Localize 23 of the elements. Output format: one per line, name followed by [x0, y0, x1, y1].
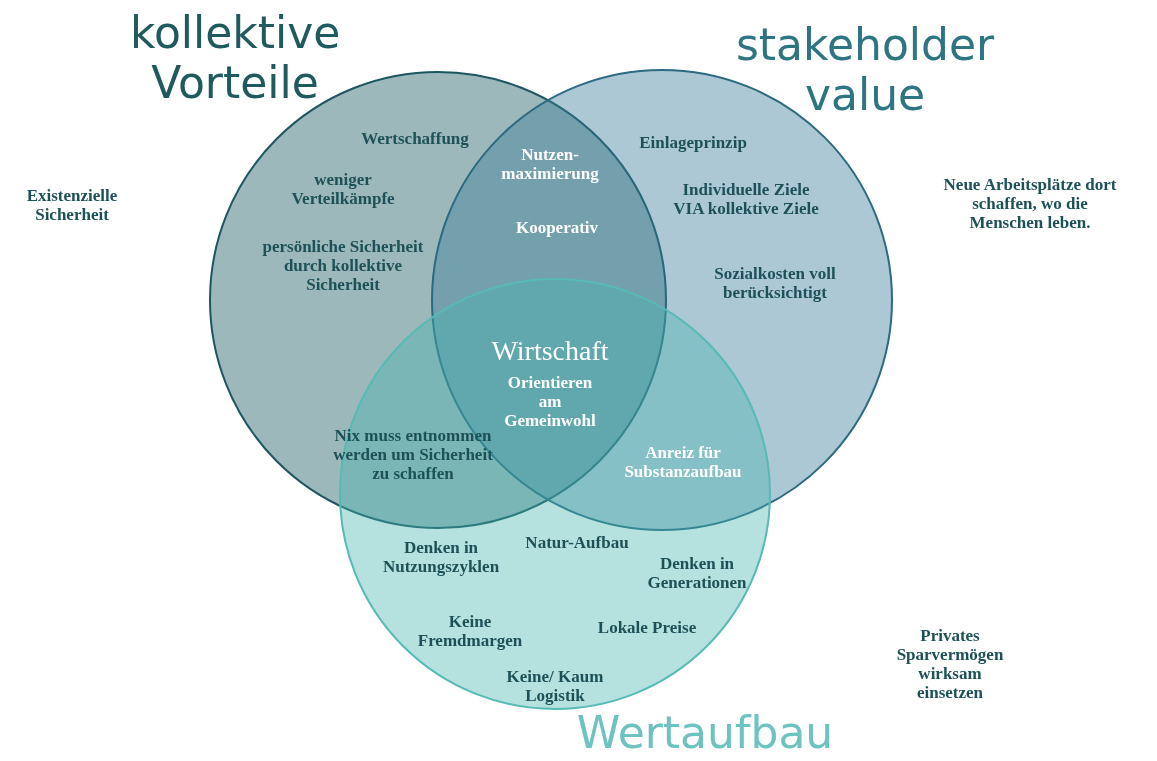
circle-heading: Wertaufbau [575, 708, 835, 758]
region-text: Existenzielle Sicherheit [25, 186, 119, 224]
region-text: Neue Arbeitsplätze dort schaffen, wo die Menschen leben. [942, 175, 1118, 232]
region-text: weniger Verteilkämpfe [290, 170, 396, 208]
region-text: persönliche Sicherheit durch kollektive Sicherheit [261, 237, 425, 294]
region-text: Nutzen- maximierung [500, 145, 600, 183]
region-text: Kooperativ [514, 218, 600, 237]
region-text: Einlageprinzip [638, 133, 748, 152]
region-text: Natur-Aufbau [524, 533, 630, 552]
region-text: Lokale Preise [596, 618, 698, 637]
region-text: Denken in Nutzungszyklen [381, 538, 501, 576]
region-text: Individuelle Ziele VIA kollektive Ziele [672, 180, 820, 218]
region-text: Keine Fremdmargen [416, 612, 524, 650]
circle-heading: stakeholder value [734, 20, 996, 120]
region-text: Anreiz für Substanzaufbau [623, 443, 743, 481]
region-text: Sozialkosten voll berücksichtigt [713, 264, 837, 302]
region-text: Privates Sparvermögen wirksam einsetzen [895, 626, 1005, 702]
region-text: Wertschaffung [360, 129, 470, 148]
region-text: Keine/ Kaum Logistik [505, 667, 605, 705]
region-text: Orientieren am Gemeinwohl [503, 373, 597, 430]
circle-heading: kollektive Vorteile [130, 8, 340, 108]
center-title: Wirtschaft [490, 335, 610, 367]
region-text: Denken in Generationen [646, 554, 748, 592]
